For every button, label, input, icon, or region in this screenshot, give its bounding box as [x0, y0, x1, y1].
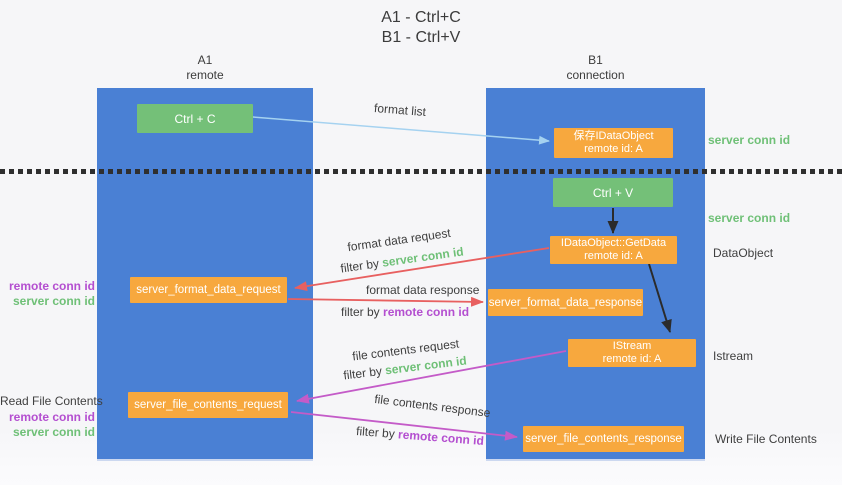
edge-label-file-contents-response: file contents response [373, 391, 492, 421]
side-label-remote-conn-id-1: remote conn id [8, 279, 95, 293]
lifeline-a1-role: remote [186, 68, 224, 82]
node-server-format-data-response-label: server_format_data_response [488, 296, 643, 309]
filter-by-text: filter by [355, 423, 396, 441]
lifeline-a1-name: A1 [197, 53, 213, 67]
lifeline-b1-header: B1 connection [486, 53, 705, 83]
node-save-dataobject-line2: remote id: A [584, 143, 643, 155]
side-label-server-conn-id-2: server conn id [12, 425, 95, 439]
node-ctrl-c: Ctrl + C [137, 104, 253, 133]
node-ctrl-v: Ctrl + V [553, 178, 673, 207]
node-server-format-data-request-label: server_format_data_request [136, 284, 281, 296]
node-ctrl-c-label: Ctrl + C [174, 111, 216, 126]
side-label-server-conn-id-mid: server conn id [708, 211, 791, 225]
side-label-server-conn-id-1: server conn id [12, 294, 95, 308]
arrow-format-data-response [287, 296, 484, 307]
filter-by-text: filter by [339, 256, 380, 276]
filter-by-text: filter by [341, 305, 380, 319]
node-istream: IStream remote id: A [568, 339, 696, 367]
remote-conn-id-text: remote conn id [383, 305, 470, 319]
side-label-read-file-contents: Read File Contents [0, 394, 103, 408]
node-server-file-contents-request-label: server_file_contents_request [134, 399, 282, 411]
diagram-title: A1 - Ctrl+C B1 - Ctrl+V [0, 8, 842, 48]
title-line-1: A1 - Ctrl+C [381, 9, 461, 26]
lifeline-b1-name: B1 [588, 53, 603, 67]
remote-conn-id-text: remote conn id [397, 427, 485, 449]
side-label-dataobject: DataObject [713, 246, 774, 260]
edge-label-format-data-response: format data response [366, 283, 480, 297]
node-server-format-data-request: server_format_data_request [130, 277, 287, 303]
server-conn-id-text: server conn id [381, 244, 465, 270]
edge-label-filter-remote-1: filter by remote conn id [341, 305, 469, 319]
node-server-file-contents-response-label: server_file_contents_response [525, 433, 682, 445]
lifeline-a1-header: A1 remote [97, 53, 313, 83]
node-ctrl-v-label: Ctrl + V [592, 185, 634, 200]
node-getdata-line2: remote id: A [584, 250, 643, 262]
title-line-2: B1 - Ctrl+V [381, 29, 461, 46]
node-getdata-line1: IDataObject::GetData [560, 237, 667, 249]
side-label-write-file-contents: Write File Contents [715, 432, 817, 446]
filter-by-text: filter by [342, 363, 383, 383]
side-label-remote-conn-id-2: remote conn id [8, 410, 95, 424]
lifeline-b1-role: connection [566, 68, 625, 82]
node-server-format-data-response: server_format_data_response [488, 289, 643, 316]
node-getdata: IDataObject::GetData remote id: A [550, 236, 677, 264]
node-server-file-contents-response: server_file_contents_response [523, 426, 684, 452]
session-separator-line [0, 169, 842, 174]
side-label-istream: Istream [713, 349, 754, 363]
node-server-file-contents-request: server_file_contents_request [128, 392, 288, 418]
node-save-dataobject: 保存IDataObject remote id: A [554, 128, 673, 158]
edge-label-format-list: format list [373, 100, 427, 120]
node-istream-line2: remote id: A [602, 353, 662, 365]
edge-label-filter-remote-2: filter by remote conn id [356, 424, 485, 448]
node-istream-line1: IStream [612, 340, 652, 352]
node-save-dataobject-line1: 保存IDataObject [573, 130, 654, 142]
side-label-server-conn-id-top: server conn id [708, 133, 791, 147]
